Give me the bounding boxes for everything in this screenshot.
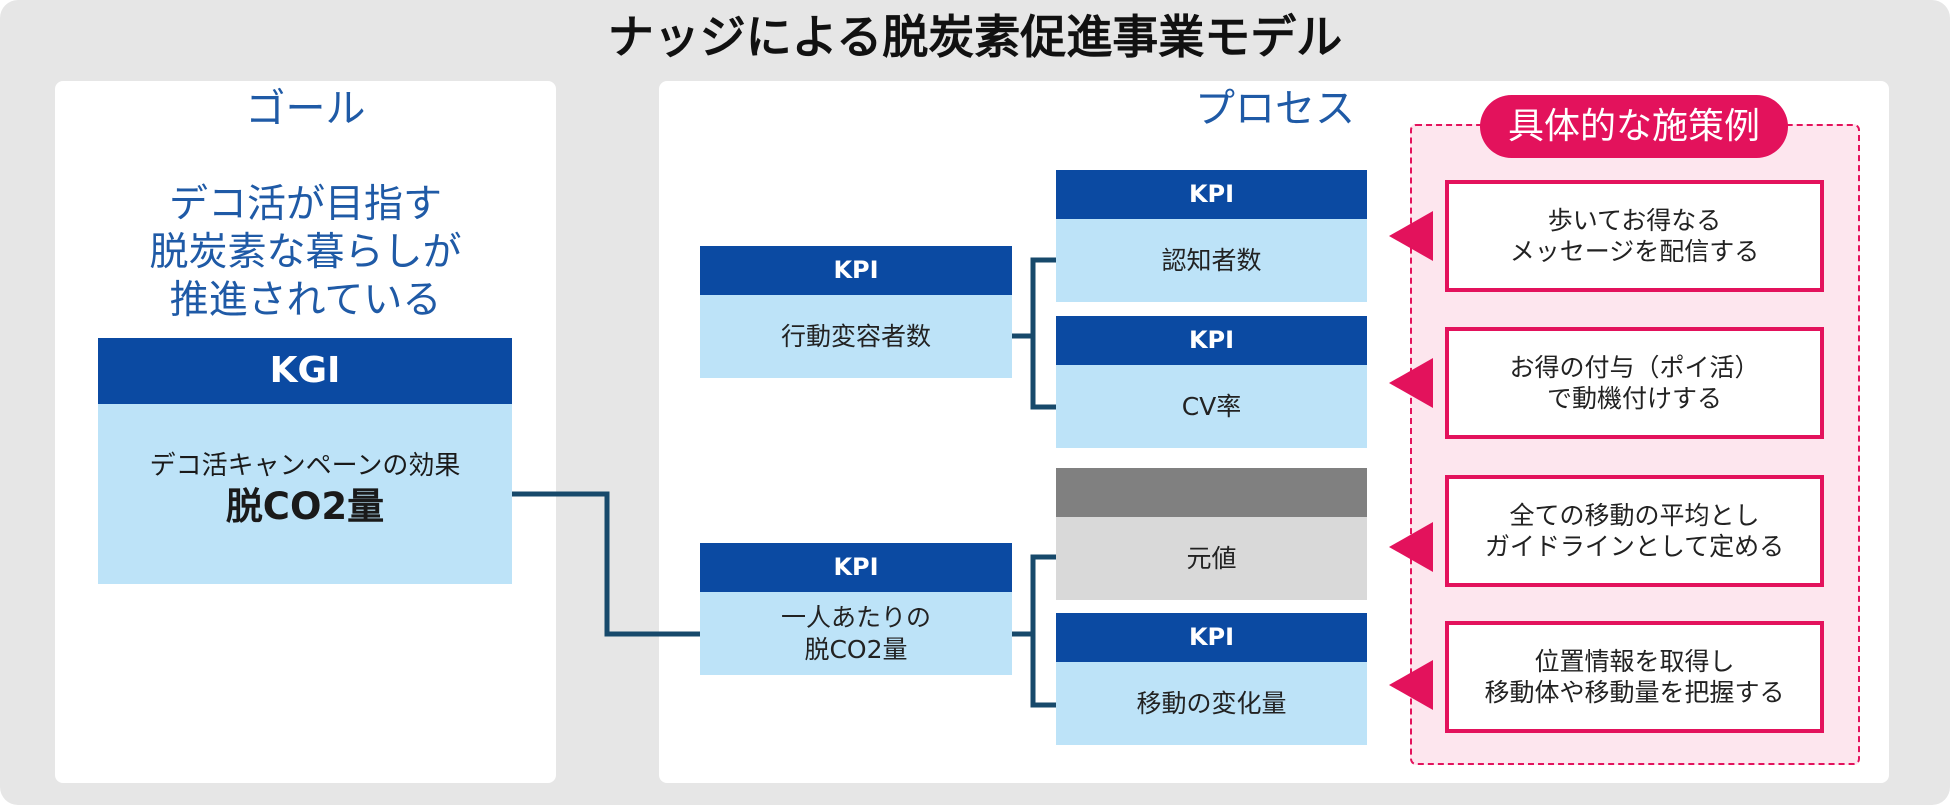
measure-text: で動機付けする xyxy=(1546,384,1722,413)
measure-box: 歩いてお得なる メッセージを配信する xyxy=(1445,180,1824,292)
goal-statement-line: デコ活が目指す xyxy=(168,182,442,227)
kpi-body: 行動変容者数 xyxy=(700,295,1012,378)
baseline-body: 元値 xyxy=(1056,517,1367,600)
kpi-body: 一人あたりの 脱CO2量 xyxy=(700,592,1012,675)
kpi-label: 一人あたりの xyxy=(780,602,931,632)
kpi-box-behavior-change: KPI 行動変容者数 xyxy=(700,246,1012,378)
goal-statement-line: 脱炭素な暮らしが xyxy=(149,230,462,275)
measure-text: ガイドラインとして定める xyxy=(1484,532,1785,561)
goal-statement-line: 推進されている xyxy=(169,278,442,323)
measure-text: 移動体や移動量を把握する xyxy=(1484,678,1785,707)
kgi-caption: デコ活キャンペーンの効果 xyxy=(149,451,461,481)
measure-text: 歩いてお得なる xyxy=(1547,206,1722,235)
kpi-label: 脱CO2量 xyxy=(804,634,908,664)
kpi-header: KPI xyxy=(700,246,1012,295)
goal-statement: デコ活が目指す 脱炭素な暮らしが 推進されている xyxy=(55,181,556,325)
kpi-header: KPI xyxy=(1056,316,1367,365)
kpi-body: CV率 xyxy=(1056,365,1367,448)
kpi-label: 認知者数 xyxy=(1161,245,1262,275)
kpi-label: CV率 xyxy=(1181,391,1242,421)
process-panel: プロセス KPI 行動変容者数 KPI 一人あたりの 脱CO2量 KPI 認知者… xyxy=(659,81,1889,783)
baseline-box: 元値 xyxy=(1056,468,1367,600)
kpi-box-movement-change: KPI 移動の変化量 xyxy=(1056,613,1367,745)
kgi-body: デコ活キャンペーンの効果 脱CO2量 xyxy=(98,404,512,584)
measure-text: 位置情報を取得し xyxy=(1534,647,1735,676)
kpi-header: KPI xyxy=(1056,613,1367,662)
kgi-value: 脱CO2量 xyxy=(225,485,385,528)
measure-box: 位置情報を取得し 移動体や移動量を把握する xyxy=(1445,621,1824,733)
measure-box: お得の付与（ポイ活） で動機付けする xyxy=(1445,327,1824,439)
goal-panel: ゴール デコ活が目指す 脱炭素な暮らしが 推進されている KGI デコ活キャンペ… xyxy=(55,81,556,783)
measure-text: 全ての移動の平均とし xyxy=(1509,501,1760,530)
kpi-box-co2-per-person: KPI 一人あたりの 脱CO2量 xyxy=(700,543,1012,675)
process-heading: プロセス xyxy=(1195,86,1355,132)
measure-text: メッセージを配信する xyxy=(1509,237,1760,266)
kpi-body: 移動の変化量 xyxy=(1056,662,1367,745)
kpi-box-cv-rate: KPI CV率 xyxy=(1056,316,1367,448)
diagram-title: ナッジによる脱炭素促進事業モデル xyxy=(607,10,1343,64)
kpi-body: 認知者数 xyxy=(1056,219,1367,302)
baseline-header xyxy=(1056,468,1367,517)
kgi-box: KGI デコ活キャンペーンの効果 脱CO2量 xyxy=(98,338,512,584)
kpi-label: 行動変容者数 xyxy=(780,321,931,351)
kpi-box-awareness: KPI 認知者数 xyxy=(1056,170,1367,302)
measures-label: 具体的な施策例 xyxy=(1480,95,1788,158)
measure-text: お得の付与（ポイ活） xyxy=(1509,353,1760,382)
kpi-header: KPI xyxy=(1056,170,1367,219)
kpi-label: 移動の変化量 xyxy=(1136,688,1287,718)
kpi-header: KPI xyxy=(700,543,1012,592)
baseline-label: 元値 xyxy=(1186,543,1237,573)
measure-box: 全ての移動の平均とし ガイドラインとして定める xyxy=(1445,475,1824,587)
goal-heading: ゴール xyxy=(245,86,366,132)
kgi-header: KGI xyxy=(98,338,512,404)
